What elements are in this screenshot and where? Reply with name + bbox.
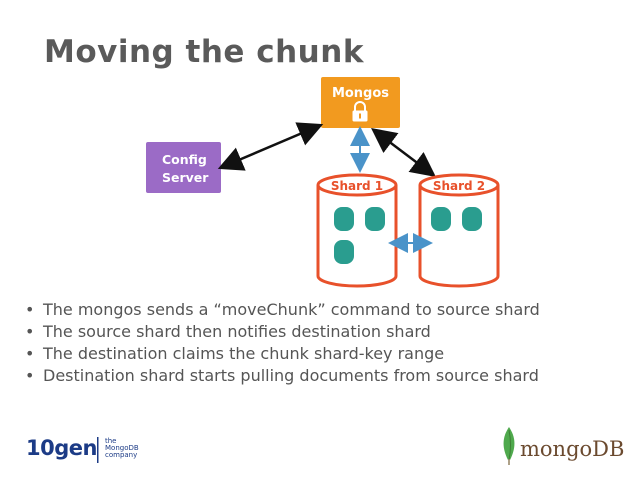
tagline-line: the: [105, 437, 117, 445]
lock-icon: [352, 101, 368, 122]
shard-1-label: Shard 1: [331, 179, 383, 193]
chunk: [462, 207, 482, 231]
config-label-line2: Server: [162, 170, 209, 185]
mongos-label: Mongos: [332, 86, 389, 101]
config-server-node: Config Server: [146, 142, 221, 193]
chunk: [365, 207, 385, 231]
shard-2: Shard 2: [418, 173, 500, 288]
chunk: [334, 207, 354, 231]
mongos-shard2-arrow: [371, 127, 436, 178]
sharding-diagram: Mongos Config Server Shard 1 Shard 2: [146, 77, 500, 288]
logo-divider: [97, 437, 99, 463]
config-label-line1: Config: [162, 152, 207, 167]
moving-chunk: [334, 240, 354, 264]
bullet-list: The mongos sends a “moveChunk” command t…: [24, 299, 584, 387]
bullet-item: Destination shard starts pulling documen…: [24, 365, 584, 386]
slide-title: Moving the chunk: [44, 34, 364, 70]
mongodb-wordmark: mongoDB: [520, 437, 625, 461]
bullet-item: The destination claims the chunk shard-k…: [24, 343, 584, 364]
bullet-item: The mongos sends a “moveChunk” command t…: [24, 299, 584, 320]
tagline-line: MongoDB: [105, 444, 139, 452]
tagline-line: company: [105, 451, 138, 459]
mongos-node: Mongos: [321, 77, 400, 128]
chunk: [431, 207, 451, 231]
shard-1: Shard 1: [316, 173, 398, 288]
mongodb-leaf-icon: [503, 427, 515, 465]
shard-2-label: Shard 2: [433, 179, 485, 193]
bullet-item: The source shard then notifies destinati…: [24, 321, 584, 342]
config-mongos-arrow: [217, 122, 324, 171]
tengen-logo: 10gen: [26, 436, 97, 460]
tengen-tagline: the MongoDB company: [105, 438, 145, 459]
